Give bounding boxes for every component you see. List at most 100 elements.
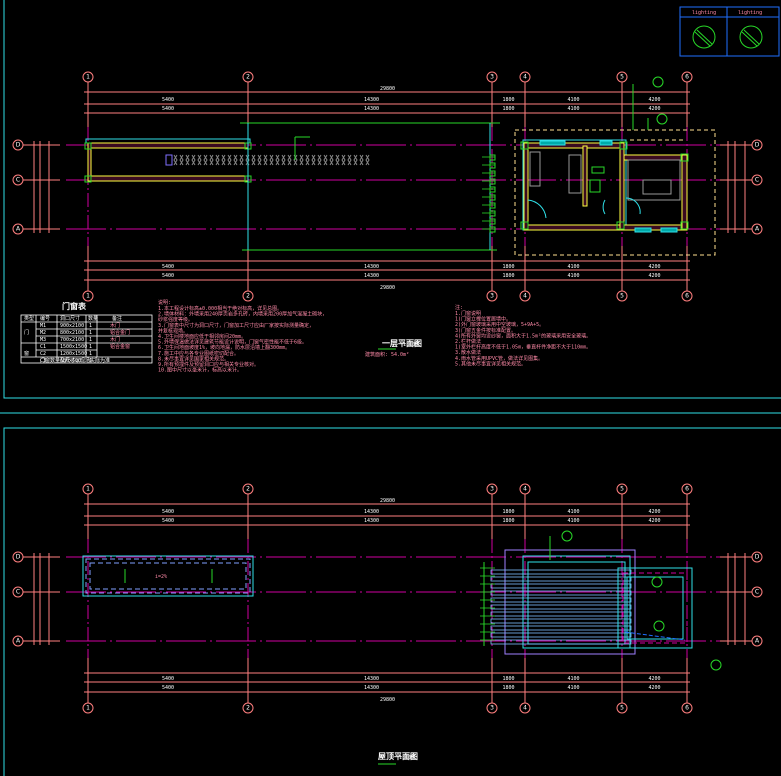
fence-segment — [335, 154, 340, 166]
table-header: 备注 — [112, 315, 122, 322]
grid-bubble-label: 1 — [86, 293, 90, 300]
dimension-text: 1800 — [503, 509, 515, 515]
table-cell: 800x2100 — [60, 330, 84, 336]
step — [489, 226, 496, 233]
grid-bubble-label: 2 — [246, 486, 250, 493]
left-room-walls — [84, 138, 252, 183]
grid-bubble-label: A — [16, 226, 21, 233]
dimension-text: 4100 — [568, 97, 580, 103]
grid-bubble-label: 1 — [86, 74, 90, 81]
column — [520, 141, 529, 150]
legend-header-1: lighting — [692, 10, 716, 16]
toilet-icon — [589, 179, 601, 193]
dimension-text: 14300 — [364, 685, 379, 691]
wall-interior — [582, 145, 588, 207]
wall-left — [523, 142, 529, 231]
section-marker-icon — [656, 113, 668, 125]
window — [539, 140, 566, 146]
grid-bubble-1: 1 — [82, 702, 94, 714]
door-swing — [625, 197, 641, 215]
roof-right — [490, 549, 693, 655]
grid-bubble-label: 4 — [523, 293, 527, 300]
section-marker-icon — [652, 76, 664, 88]
dimension-text: 14300 — [364, 509, 379, 515]
no-entry-circle-icon — [692, 25, 716, 49]
grid-bubble-5: 5 — [616, 290, 628, 302]
fence-segment — [263, 154, 268, 166]
step — [489, 170, 496, 177]
column — [84, 142, 92, 150]
roof-edge — [85, 138, 251, 144]
table-cell: 1200x1500 — [60, 351, 87, 357]
dimension-text: 5400 — [162, 264, 174, 270]
grid-bubble-label: 1 — [86, 705, 90, 712]
grid-bubble-label: C — [755, 177, 759, 184]
grid-bubble-A: A — [12, 223, 24, 235]
fence-segment — [197, 154, 202, 166]
section-marker-icon — [653, 620, 665, 632]
note-line: 2.墙体材料：外墙采用240厚页岩多孔砖，内墙采用200厚加气混凝土砌块， — [158, 311, 327, 318]
grid-bubble-D: D — [12, 139, 24, 151]
grid-bubble-6: 6 — [681, 71, 693, 83]
fence-segment — [239, 154, 244, 166]
note-line: 并复核现场。 — [158, 327, 188, 334]
dimension-text: 14300 — [364, 518, 379, 524]
table-cell: 铝合金门 — [110, 329, 130, 336]
grid-bubble-label: 2 — [246, 705, 250, 712]
fence-segment — [353, 154, 358, 166]
column — [84, 175, 92, 183]
parapet-dashed — [89, 562, 247, 590]
plan-scale: 1:100 — [403, 342, 418, 348]
grid-bubble-2: 2 — [242, 702, 254, 714]
grid-bubble-6: 6 — [681, 290, 693, 302]
roof-tile-row — [490, 639, 632, 645]
dimension-text: 5400 — [162, 518, 174, 524]
grid-bubble-6: 6 — [681, 483, 693, 495]
fence-segment — [257, 154, 262, 166]
grid-bubble-label: 5 — [620, 486, 624, 493]
grid-bubble-C: C — [12, 174, 24, 186]
step — [489, 186, 496, 193]
bed — [642, 179, 672, 195]
grid-bubble-label: 6 — [685, 705, 689, 712]
fence-segment — [203, 154, 208, 166]
dimension-text: 5400 — [162, 509, 174, 515]
table-cell: M1 — [40, 323, 46, 329]
fence-segment — [215, 154, 220, 166]
dimension-text: 14300 — [364, 106, 379, 112]
dimension-text: 4200 — [649, 97, 661, 103]
fence-segment — [311, 154, 316, 166]
step — [489, 218, 496, 225]
no-entry-circle-icon — [739, 25, 763, 49]
window — [634, 227, 652, 233]
fence-segment — [251, 154, 256, 166]
grid-bubble-label: D — [16, 554, 21, 561]
grid-bubble-label: C — [755, 589, 759, 596]
grid-bubble-label: 2 — [246, 293, 250, 300]
fence-segment — [221, 154, 226, 166]
roof-left: i=2% — [82, 555, 254, 597]
fence-segment — [209, 154, 214, 166]
grid-bubble-C: C — [12, 586, 24, 598]
legend-header-2: lighting — [738, 10, 762, 16]
dimension-text: 5400 — [162, 97, 174, 103]
dimension-text: 5400 — [162, 106, 174, 112]
plan-subtitle: 建筑面积: 54.0m² — [365, 351, 409, 358]
dimension-text: 4100 — [568, 685, 580, 691]
door-swing — [602, 199, 606, 215]
note-line: 6.卫生间地面坡度1%，坡向地漏，防水层沿墙上翻300mm。 — [158, 344, 290, 351]
table-group-label: 门 — [24, 329, 29, 336]
column — [616, 221, 625, 230]
wall-top-right — [619, 154, 687, 161]
dimension-text: 1800 — [503, 676, 515, 682]
dimension-text: 5400 — [162, 676, 174, 682]
fence-segment — [365, 154, 370, 166]
note-line: 4.雨水管采用UPVC管，做法详见图集。 — [455, 355, 543, 362]
roof-plan: 1122334455665400540054005400143001430014… — [12, 483, 763, 714]
fence-segment — [179, 154, 184, 166]
roof-tile-row — [490, 576, 632, 582]
grid-bubble-label: 4 — [523, 74, 527, 81]
fence-segment — [287, 154, 292, 166]
dimension-text: 4100 — [568, 106, 580, 112]
